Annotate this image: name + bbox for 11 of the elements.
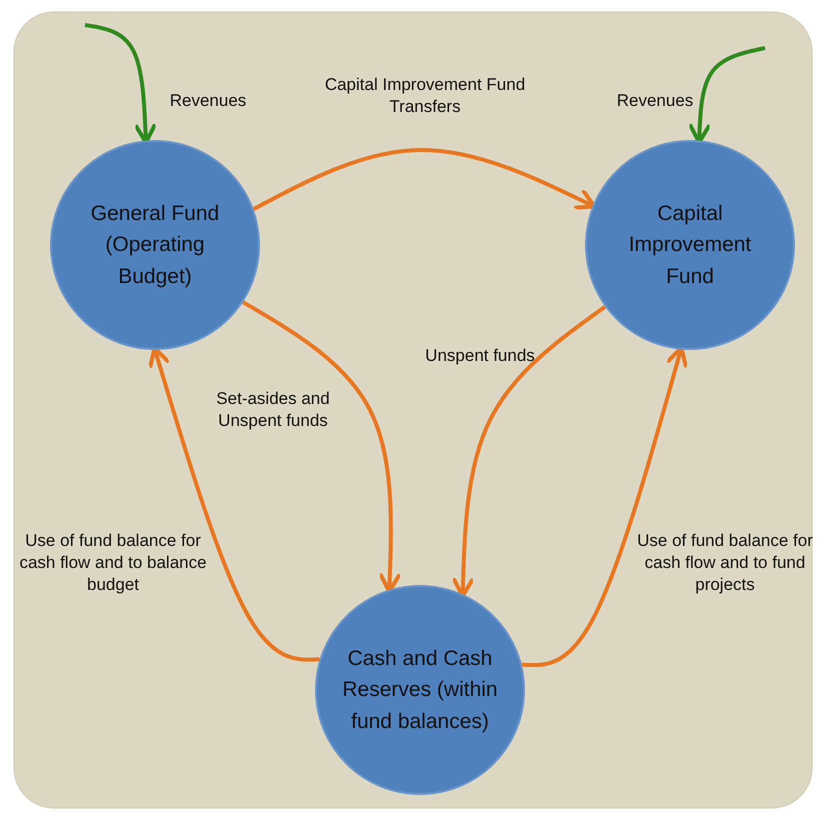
edge-label: Revenues [616,90,694,112]
fund-name: General Fund (Operating Budget) [90,200,220,290]
edge-label: Unspent funds [424,345,536,367]
edge-label: Capital Improvement Fund Transfers [324,74,526,118]
edge-label: Use of fund balance for cash flow and to fund projects [636,530,814,596]
arrow [252,148,596,211]
edge-label: Set-asides and Unspent funds [215,388,331,432]
edge-label: Use of fund balance for cash flow and to balance budget [18,530,208,596]
edge-label: Revenues [168,90,248,112]
fund-name: Cash and Cash Reserves (within fund balances) [341,646,499,735]
fund-name: Capital Improvement Fund [628,200,752,290]
